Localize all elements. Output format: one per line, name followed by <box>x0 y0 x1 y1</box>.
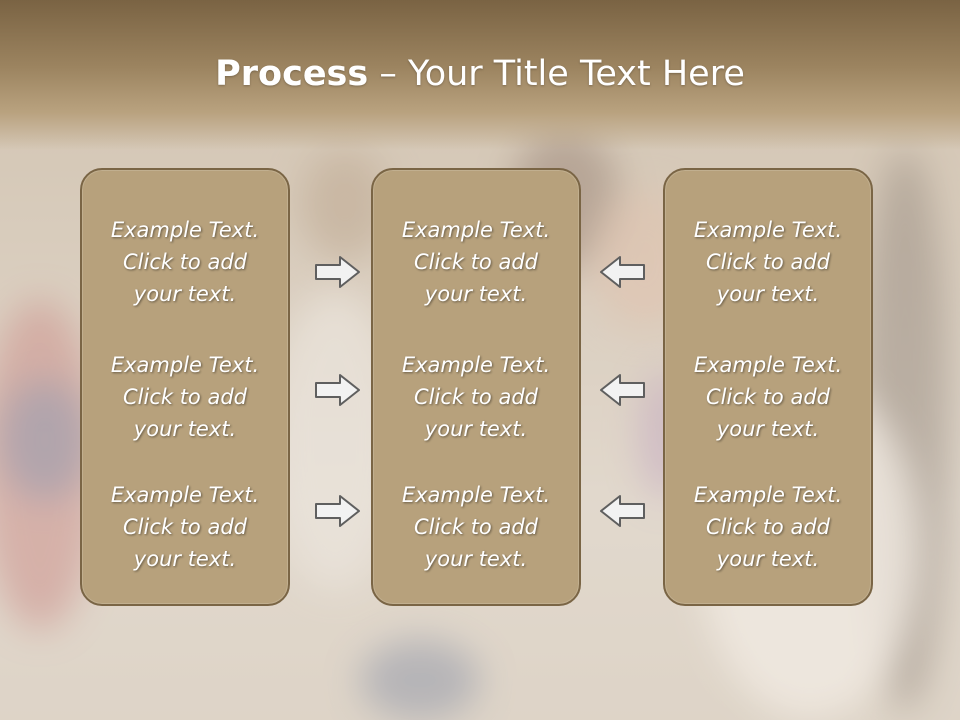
text-line: Click to add <box>413 515 538 539</box>
text-panel-left[interactable]: Example Text. Click to add your text. Ex… <box>80 168 290 606</box>
text-line: Example Text. <box>401 353 551 377</box>
text-line: your text. <box>133 417 237 441</box>
panel-text-block[interactable]: Example Text. Click to add your text. <box>373 349 579 445</box>
text-line: Click to add <box>705 515 830 539</box>
title-band <box>0 0 960 150</box>
text-line: your text. <box>424 547 528 571</box>
text-line: Click to add <box>122 385 247 409</box>
text-line: Example Text. <box>401 483 551 507</box>
panel-text-block[interactable]: Example Text. Click to add your text. <box>665 214 871 310</box>
text-line: Example Text. <box>401 218 551 242</box>
slide-title[interactable]: Process – Your Title Text Here <box>0 52 960 96</box>
background-blur-shape <box>360 640 480 720</box>
title-bold: Process <box>215 54 369 94</box>
text-line: Click to add <box>122 250 247 274</box>
text-line: your text. <box>133 282 237 306</box>
text-line: your text. <box>424 417 528 441</box>
text-line: Example Text. <box>693 218 843 242</box>
text-line: Example Text. <box>110 483 260 507</box>
text-line: your text. <box>716 547 820 571</box>
panel-text-block[interactable]: Example Text. Click to add your text. <box>82 214 288 310</box>
panel-text-block[interactable]: Example Text. Click to add your text. <box>665 479 871 575</box>
text-line: Example Text. <box>693 353 843 377</box>
arrow-right-icon <box>315 256 360 288</box>
panel-text-block[interactable]: Example Text. Click to add your text. <box>82 349 288 445</box>
text-line: your text. <box>716 417 820 441</box>
arrow-left-icon <box>600 495 645 527</box>
panel-text-block[interactable]: Example Text. Click to add your text. <box>373 479 579 575</box>
text-line: Click to add <box>705 385 830 409</box>
text-panel-center[interactable]: Example Text. Click to add your text. Ex… <box>371 168 581 606</box>
background-blur-shape <box>0 380 90 500</box>
text-line: Example Text. <box>693 483 843 507</box>
panel-text-block[interactable]: Example Text. Click to add your text. <box>665 349 871 445</box>
arrow-left-icon <box>600 256 645 288</box>
text-line: Click to add <box>413 250 538 274</box>
arrow-right-icon <box>315 495 360 527</box>
text-line: Example Text. <box>110 353 260 377</box>
arrow-right-icon <box>315 374 360 406</box>
arrow-left-icon <box>600 374 645 406</box>
text-panel-right[interactable]: Example Text. Click to add your text. Ex… <box>663 168 873 606</box>
panel-text-block[interactable]: Example Text. Click to add your text. <box>373 214 579 310</box>
text-line: Click to add <box>413 385 538 409</box>
text-line: Click to add <box>705 250 830 274</box>
text-line: your text. <box>424 282 528 306</box>
panel-text-block[interactable]: Example Text. Click to add your text. <box>82 479 288 575</box>
text-line: Example Text. <box>110 218 260 242</box>
title-rest: – Your Title Text Here <box>368 54 745 94</box>
text-line: your text. <box>716 282 820 306</box>
text-line: your text. <box>133 547 237 571</box>
text-line: Click to add <box>122 515 247 539</box>
